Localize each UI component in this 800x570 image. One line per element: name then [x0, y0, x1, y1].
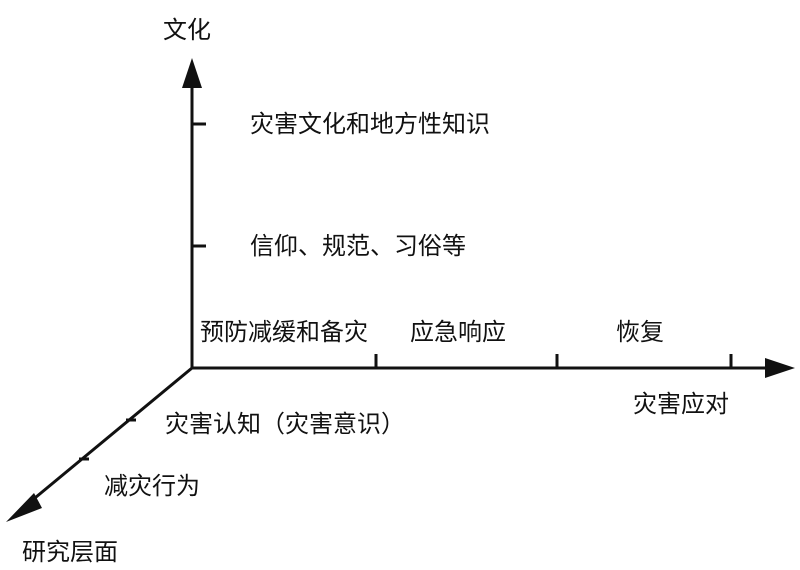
horizontal-axis-arrowhead	[765, 358, 795, 378]
vertical-axis-arrowhead	[182, 58, 202, 88]
horizontal-axis-title: 灾害应对	[633, 390, 729, 418]
vertical-axis-title: 文化	[163, 16, 211, 44]
diagonal-axis-line	[23, 366, 193, 509]
vertical-level-label: 灾害文化和地方性知识	[250, 110, 490, 138]
diagonal-axis-arrowhead	[6, 493, 42, 522]
vertical-level-label: 信仰、规范、习俗等	[250, 232, 466, 260]
horizontal-phase-label: 预防减缓和备灾	[200, 318, 368, 346]
diagonal-level-label: 灾害认知（灾害意识）	[165, 410, 405, 438]
diagonal-level-label: 减灾行为	[104, 472, 200, 500]
horizontal-phase-label: 应急响应	[410, 318, 506, 346]
horizontal-phase-label: 恢复	[616, 318, 664, 346]
diagonal-axis-title: 研究层面	[22, 538, 118, 566]
